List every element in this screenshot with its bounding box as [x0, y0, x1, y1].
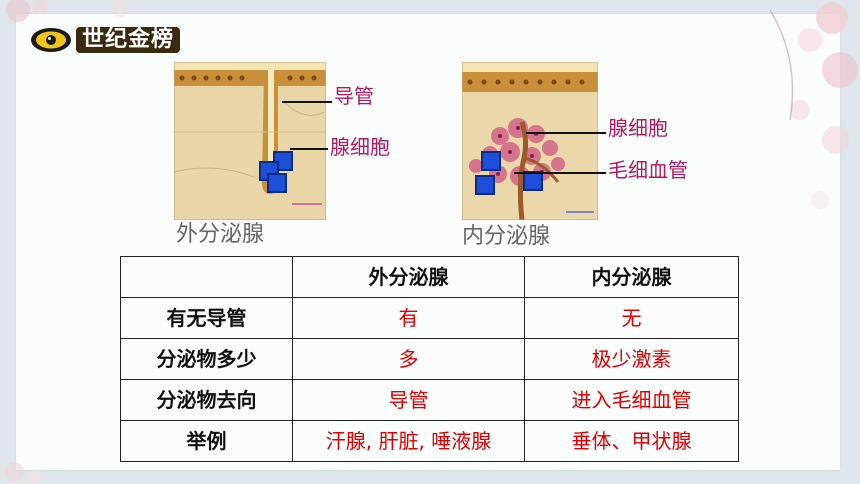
table-header-corner [120, 256, 293, 298]
eye-emblem-icon [31, 28, 71, 52]
blossom-decoration-top-left [6, 0, 129, 22]
table-header-endocrine: 内分泌腺 [524, 256, 739, 298]
row-label: 有无导管 [120, 297, 293, 339]
row-label: 举例 [120, 420, 293, 462]
table-row: 分泌物多少 多 极少激素 [120, 338, 739, 380]
table-row: 举例 汗腺, 肝脏, 唾液腺 垂体、甲状腺 [120, 420, 739, 462]
endocrine-value: 极少激素 [524, 338, 739, 380]
gland-cell-leader-line-2 [526, 132, 606, 134]
table-row: 分泌物去向 导管 进入毛细血管 [120, 379, 739, 421]
exocrine-value: 有 [292, 297, 525, 339]
gland-cell-label-2: 腺细胞 [608, 116, 668, 140]
duct-leader-line [282, 101, 332, 103]
blossom-decoration-bottom-left [4, 462, 41, 484]
endocrine-gland-illustration [462, 62, 598, 220]
capillary-label: 毛细血管 [608, 158, 688, 182]
table-header-exocrine: 外分泌腺 [292, 256, 525, 298]
table-header-row: 外分泌腺 内分泌腺 [120, 256, 739, 298]
gland-cell-label-1: 腺细胞 [330, 135, 390, 159]
exocrine-value: 汗腺, 肝脏, 唾液腺 [292, 420, 525, 462]
marker-square [523, 171, 543, 191]
exocrine-caption: 外分泌腺 [176, 222, 265, 247]
brand-logo: 世纪金榜 [30, 26, 181, 54]
marker-square [267, 173, 287, 193]
exocrine-value: 多 [292, 338, 525, 380]
blossom-decoration-top-right [769, 2, 858, 209]
exocrine-value: 导管 [292, 379, 525, 421]
capillary-leader-line [514, 172, 606, 174]
table-row: 有无导管 有 无 [120, 297, 739, 339]
gland-cell-leader-line-1 [290, 148, 328, 150]
row-label: 分泌物去向 [120, 379, 293, 421]
exocrine-gland-illustration [174, 62, 326, 220]
row-label: 分泌物多少 [120, 338, 293, 380]
duct-label: 导管 [334, 84, 374, 108]
endocrine-value: 进入毛细血管 [524, 379, 739, 421]
endocrine-value: 垂体、甲状腺 [524, 420, 739, 462]
gland-comparison-table: 外分泌腺 内分泌腺 有无导管 有 无 分泌物多少 多 极少激素 分泌物去向 导管… [120, 256, 739, 462]
marker-square [475, 175, 495, 195]
marker-square [481, 151, 501, 171]
endocrine-caption: 内分泌腺 [462, 224, 551, 249]
endocrine-value: 无 [524, 297, 739, 339]
brand-logo-text: 世纪金榜 [76, 27, 181, 53]
